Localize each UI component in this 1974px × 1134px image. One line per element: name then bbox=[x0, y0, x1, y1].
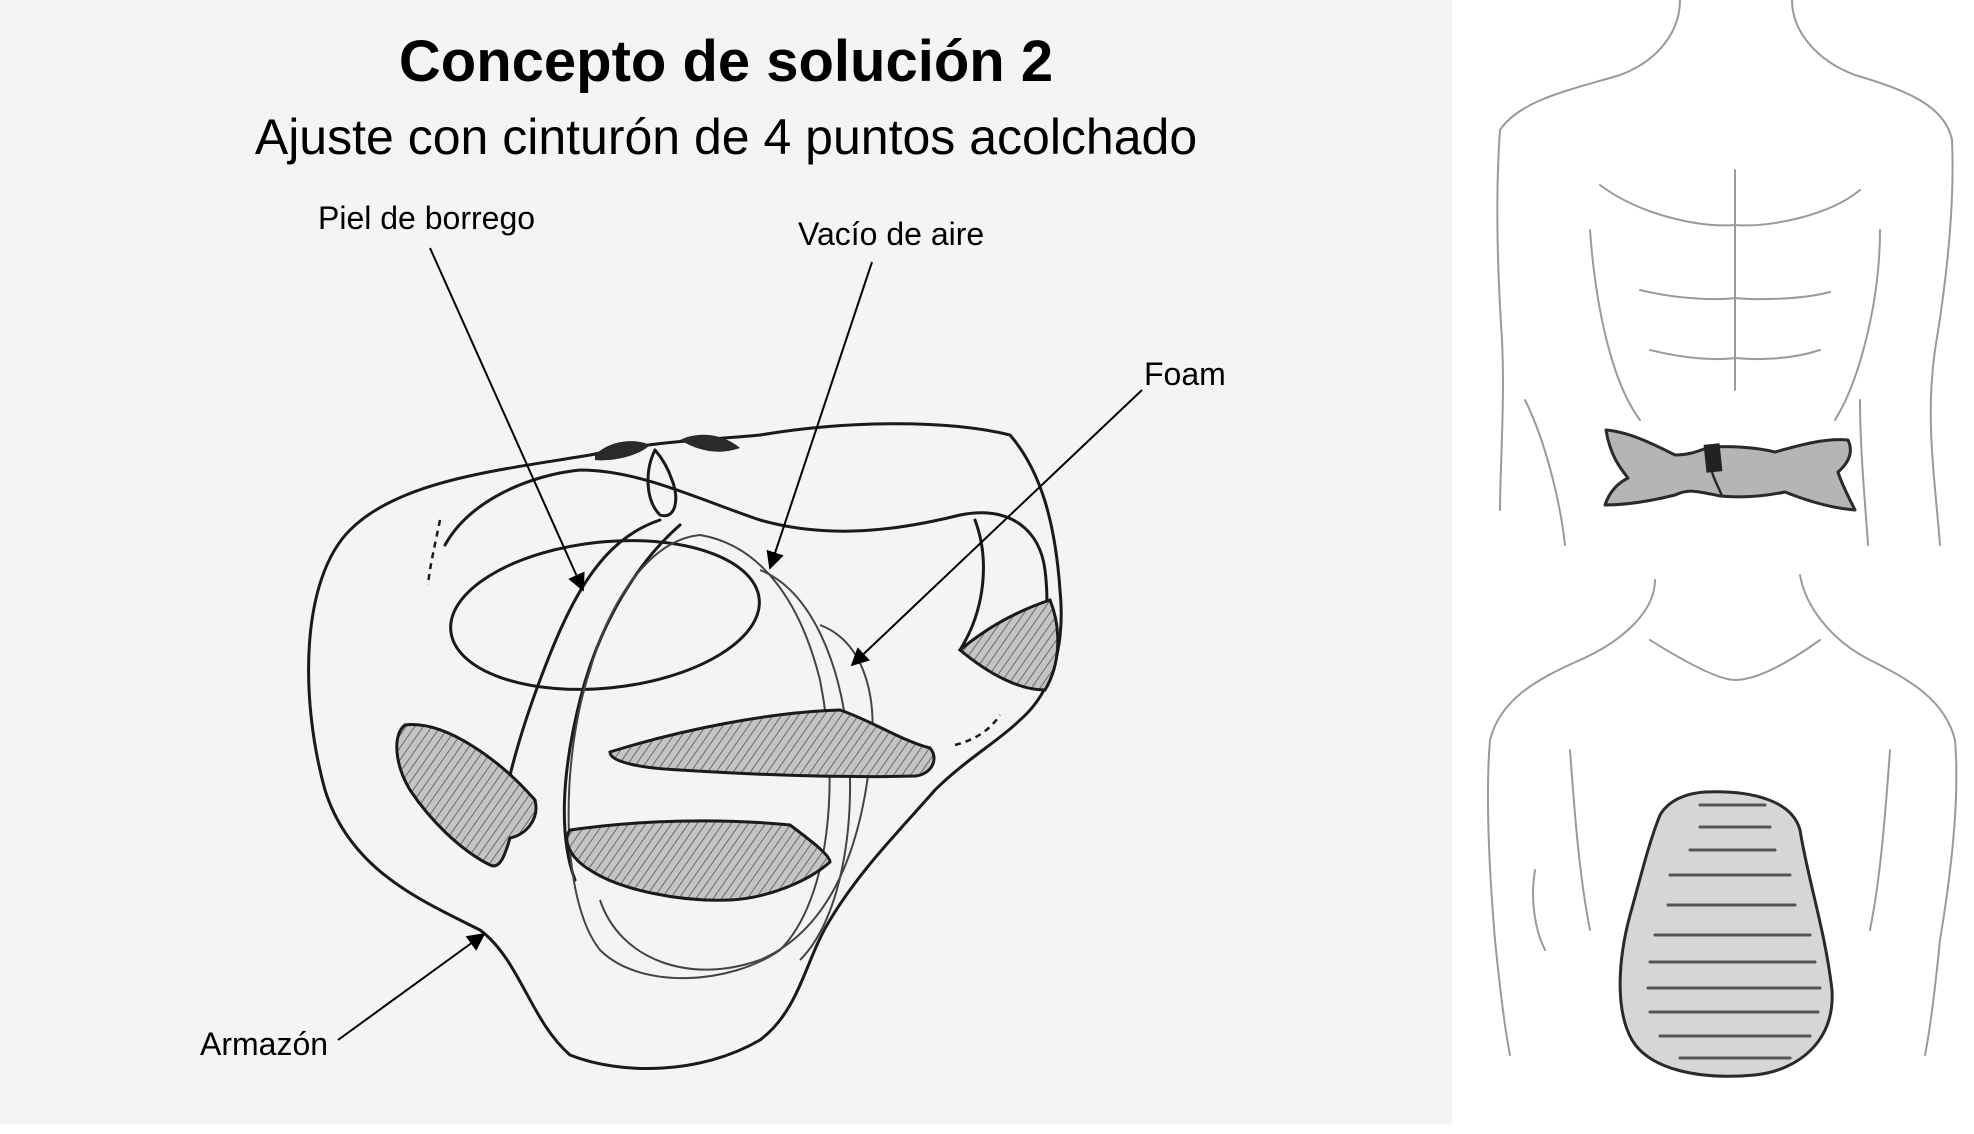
torso2-left-arm bbox=[1569, 749, 1591, 931]
label-foam: Foam bbox=[1144, 356, 1226, 392]
arrow-vacio-de-aire bbox=[766, 261, 873, 570]
label-piel-de-borrego: Piel de borrego bbox=[318, 200, 536, 236]
buckle-right-tab bbox=[680, 434, 740, 452]
arrow-armazon bbox=[337, 932, 486, 1041]
torso2-right-arm bbox=[1869, 749, 1891, 931]
buckle-loop bbox=[646, 448, 678, 518]
torso1-right-outline bbox=[1791, 0, 1954, 546]
torso1-abs-1 bbox=[1639, 289, 1831, 301]
belt-join bbox=[1710, 471, 1724, 497]
foam-outline bbox=[599, 624, 874, 971]
seat-cushion-drawing bbox=[307, 422, 1063, 1070]
torso1-right-arm bbox=[1859, 399, 1869, 546]
torso2-right-outline bbox=[1799, 574, 1958, 1056]
four-point-belt bbox=[1603, 428, 1857, 512]
torso1-chest bbox=[1599, 184, 1861, 227]
sheepskin-oval bbox=[449, 539, 761, 691]
slide-title: Concepto de solución 2 bbox=[398, 29, 1054, 94]
arrow-foam bbox=[850, 389, 1143, 667]
torso-front-with-pad bbox=[1486, 574, 1958, 1078]
torso2-left-crease bbox=[1532, 869, 1546, 951]
strap-left-inner bbox=[562, 523, 682, 882]
torso-back-with-belt bbox=[1496, 0, 1954, 546]
torso1-side-left bbox=[1589, 229, 1641, 421]
torso1-side-right bbox=[1834, 229, 1881, 421]
pad-ribs bbox=[1646, 803, 1822, 1060]
left-pad bbox=[395, 723, 538, 868]
torso2-left-outline bbox=[1486, 579, 1656, 1056]
air-gap-outline bbox=[567, 533, 831, 980]
torso1-left-arm bbox=[1524, 399, 1566, 546]
label-armazon: Armazón bbox=[200, 1026, 329, 1062]
rolled-edge-curve bbox=[958, 518, 985, 652]
belt-buckle bbox=[1703, 443, 1723, 473]
arrow-piel-de-borrego bbox=[429, 247, 585, 592]
outer-frame-outline bbox=[307, 422, 1063, 1070]
rolled-edge-shading bbox=[957, 598, 1060, 692]
buckle-left-tab bbox=[595, 441, 650, 461]
torso2-collar bbox=[1649, 639, 1821, 682]
torso1-left-outline bbox=[1496, 0, 1681, 511]
label-vacio-de-aire: Vacío de aire bbox=[798, 216, 985, 252]
stitching-left bbox=[426, 519, 442, 586]
left-panel-background bbox=[0, 0, 1452, 1124]
slide-subtitle: Ajuste con cinturón de 4 puntos acolchad… bbox=[254, 109, 1198, 165]
upper-center-pad bbox=[608, 708, 936, 779]
lower-center-pad bbox=[565, 819, 832, 902]
stitching-right bbox=[954, 714, 1002, 747]
inner-rim bbox=[443, 468, 1049, 682]
torso1-abs-2 bbox=[1649, 349, 1821, 361]
